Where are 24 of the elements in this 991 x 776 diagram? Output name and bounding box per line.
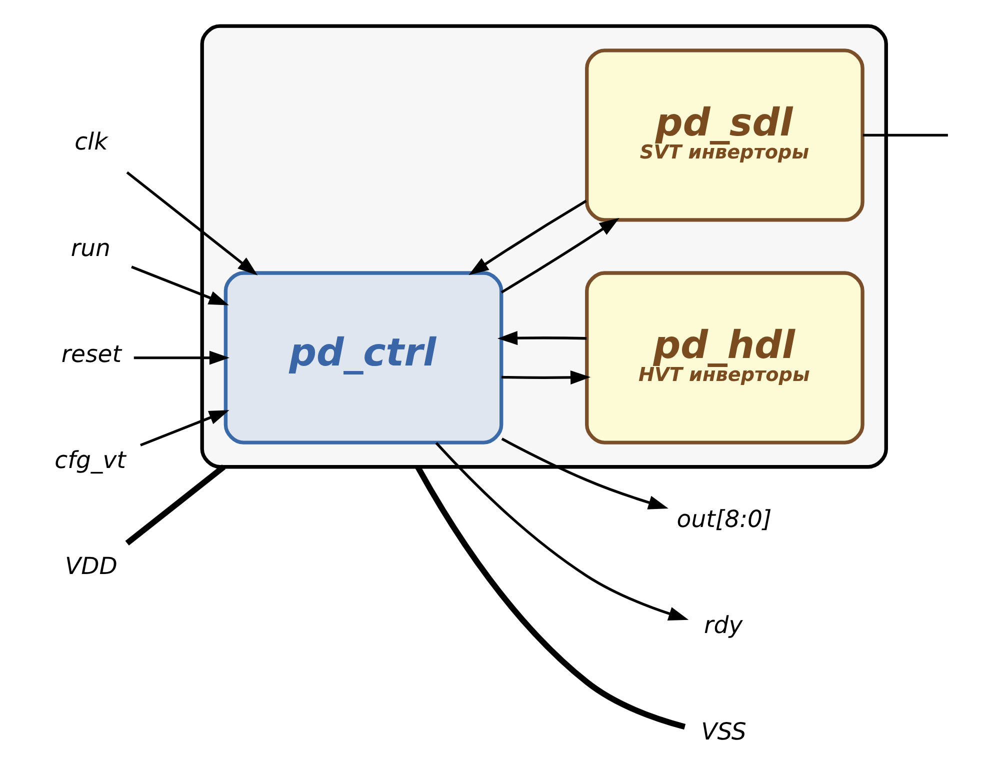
- node-box: pd_sdl SVT инверторы: [584, 48, 864, 222]
- node-text: clk: [74, 128, 108, 156]
- arrow: [496, 331, 586, 346]
- arrow: [130, 266, 228, 306]
- node-text: VSS: [700, 717, 746, 746]
- arrow: [434, 442, 688, 620]
- arrow: [500, 370, 590, 385]
- arrow: [500, 438, 668, 510]
- node-text: cfg_vt: [54, 446, 126, 474]
- arrow: [126, 171, 258, 276]
- node-text: rdy: [704, 611, 742, 640]
- node-box: pd_hdl HVT инверторы: [584, 271, 864, 444]
- arrow: [500, 218, 619, 294]
- node-text: out[8:0]: [676, 505, 772, 534]
- node-text: run: [70, 234, 110, 262]
- arrow: [468, 200, 586, 276]
- arrow: [133, 350, 230, 365]
- node-text: reset: [60, 340, 122, 368]
- node-box: pd_ctrl: [223, 271, 503, 444]
- node-text: VDD: [64, 552, 117, 580]
- cluster: [200, 24, 888, 469]
- arrow: [140, 410, 229, 446]
- connector: [862, 134, 948, 136]
- connector: [124, 464, 226, 546]
